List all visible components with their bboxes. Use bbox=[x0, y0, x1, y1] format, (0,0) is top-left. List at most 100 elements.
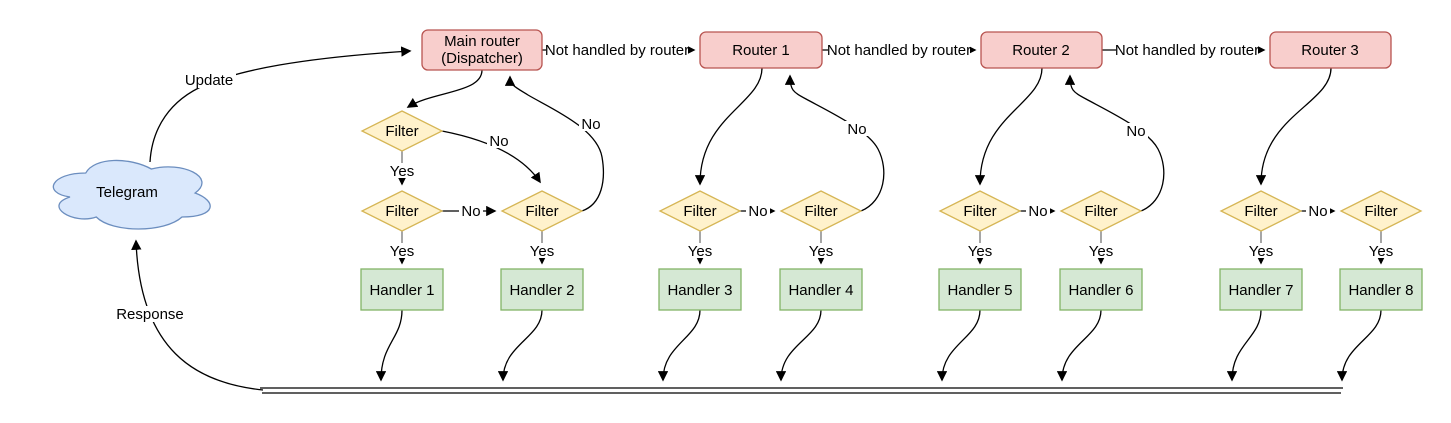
label-background bbox=[845, 121, 869, 136]
handler-box bbox=[1219, 268, 1303, 311]
no-text: No bbox=[847, 121, 866, 138]
router3-filter1-node: Filter bbox=[1219, 190, 1303, 232]
edge-labels: Update Response Not handled by router No… bbox=[114, 42, 1394, 323]
label-background bbox=[114, 306, 187, 322]
handler-label: Handler 7 bbox=[1228, 282, 1293, 299]
label-background bbox=[808, 243, 834, 258]
filter-diamond bbox=[779, 190, 863, 232]
router2-label: Router 2 bbox=[1012, 42, 1070, 59]
handler1-to-bus-edge bbox=[375, 309, 403, 382]
router3-label: Router 3 bbox=[1301, 42, 1359, 59]
handler-label: Handler 8 bbox=[1348, 282, 1413, 299]
handler7-to-bus-edge bbox=[1226, 309, 1262, 382]
not-handled-text: Not handled by router bbox=[1115, 42, 1259, 59]
filter-nodes: Filter Filter Filter Filter Filter Filte… bbox=[360, 110, 1423, 232]
yes-connectors bbox=[396, 151, 1387, 265]
no-label-router2-horizontal: No bbox=[1026, 203, 1050, 220]
handler-box bbox=[658, 268, 742, 311]
not-handled-label-3: Not handled by router bbox=[1115, 42, 1259, 59]
yes-label-handler6: Yes bbox=[1088, 243, 1114, 260]
router2-box bbox=[980, 31, 1103, 69]
handler2-to-bus-edge bbox=[497, 309, 543, 382]
router1-node: Router 1 bbox=[699, 31, 823, 69]
not-handled-label-1: Not handled by router bbox=[545, 42, 689, 59]
handler-label: Handler 4 bbox=[788, 282, 853, 299]
response-edge bbox=[131, 239, 264, 391]
telegram-cloud-node: Telegram bbox=[52, 159, 211, 230]
label-background bbox=[1026, 204, 1050, 219]
filter-diamond bbox=[1059, 190, 1143, 232]
router2-to-filter-edge bbox=[974, 67, 1043, 186]
handler-box bbox=[500, 268, 584, 311]
yes-text: Yes bbox=[530, 243, 554, 260]
handler3-node: Handler 3 bbox=[658, 268, 742, 311]
main-filter1-node: Filter bbox=[360, 110, 444, 152]
label-background bbox=[389, 243, 415, 258]
yes-label-handler1: Yes bbox=[389, 243, 415, 260]
router2-no-return-edge bbox=[1064, 74, 1165, 212]
label-background bbox=[1124, 123, 1148, 138]
no-text: No bbox=[489, 133, 508, 150]
not-handled-text: Not handled by router bbox=[545, 42, 689, 59]
yes-label-handler2: Yes bbox=[529, 243, 555, 260]
label-background bbox=[1306, 204, 1330, 219]
filter-label: Filter bbox=[804, 203, 837, 220]
handler8-node: Handler 8 bbox=[1339, 268, 1423, 311]
label-background bbox=[459, 204, 483, 219]
no-text: No bbox=[1126, 123, 1145, 140]
handler6-to-bus-edge bbox=[1056, 309, 1102, 382]
handler-label: Handler 2 bbox=[509, 282, 574, 299]
yes-text: Yes bbox=[688, 243, 712, 260]
router2-filter1-node: Filter bbox=[938, 190, 1022, 232]
main-router-to-filter-edge bbox=[406, 69, 483, 108]
router1-no-return-edge bbox=[784, 74, 885, 212]
yes-text: Yes bbox=[1089, 243, 1113, 260]
router3-to-filter-edge bbox=[1255, 67, 1332, 186]
no-text: No bbox=[1308, 203, 1327, 220]
no-label-router1-horizontal: No bbox=[746, 203, 770, 220]
label-background bbox=[967, 243, 993, 258]
handler5-to-bus-edge bbox=[936, 309, 981, 382]
handler-box bbox=[1059, 268, 1143, 311]
label-background bbox=[1116, 42, 1258, 58]
handler-box bbox=[779, 268, 863, 311]
response-edge-label: Response bbox=[114, 306, 187, 323]
main-router-label-line2: (Dispatcher) bbox=[441, 50, 523, 67]
filter-label: Filter bbox=[683, 203, 716, 220]
no-label-router2-return: No bbox=[1124, 123, 1148, 140]
router3-filter2-node: Filter bbox=[1339, 190, 1423, 232]
main-router-node: Main router (Dispatcher) bbox=[421, 29, 543, 71]
no-label-router3-horizontal: No bbox=[1306, 203, 1330, 220]
filter-diamond bbox=[360, 110, 444, 152]
router1-filter2-node: Filter bbox=[779, 190, 863, 232]
main-filter3-node: Filter bbox=[500, 190, 584, 232]
main-router-label-line1: Main router bbox=[444, 33, 520, 50]
router1-label: Router 1 bbox=[732, 42, 790, 59]
response-label: Response bbox=[116, 306, 184, 323]
no-text: No bbox=[748, 203, 767, 220]
filter-label: Filter bbox=[1244, 203, 1277, 220]
label-background bbox=[1088, 243, 1114, 258]
filter-label: Filter bbox=[385, 123, 418, 140]
no-label-main-diag: No bbox=[487, 133, 511, 150]
filter-label: Filter bbox=[525, 203, 558, 220]
filter-diamond bbox=[938, 190, 1022, 232]
handler1-node: Handler 1 bbox=[360, 268, 444, 311]
not-handled-text: Not handled by router bbox=[827, 42, 971, 59]
handler2-node: Handler 2 bbox=[500, 268, 584, 311]
handler-label: Handler 3 bbox=[667, 282, 732, 299]
cloud-shape bbox=[52, 159, 211, 230]
telegram-label: Telegram bbox=[96, 184, 158, 201]
yes-label-handler8: Yes bbox=[1368, 243, 1394, 260]
router1-to-filter-edge bbox=[694, 67, 763, 186]
handler3-to-bus-edge bbox=[657, 309, 701, 382]
label-background bbox=[828, 42, 970, 58]
filter-diamond bbox=[360, 190, 444, 232]
label-background bbox=[746, 204, 770, 219]
label-background bbox=[183, 72, 236, 88]
label-background bbox=[389, 163, 415, 178]
filter-diamond bbox=[500, 190, 584, 232]
filter-label: Filter bbox=[385, 203, 418, 220]
handler-label: Handler 6 bbox=[1068, 282, 1133, 299]
yes-text: Yes bbox=[390, 163, 414, 180]
